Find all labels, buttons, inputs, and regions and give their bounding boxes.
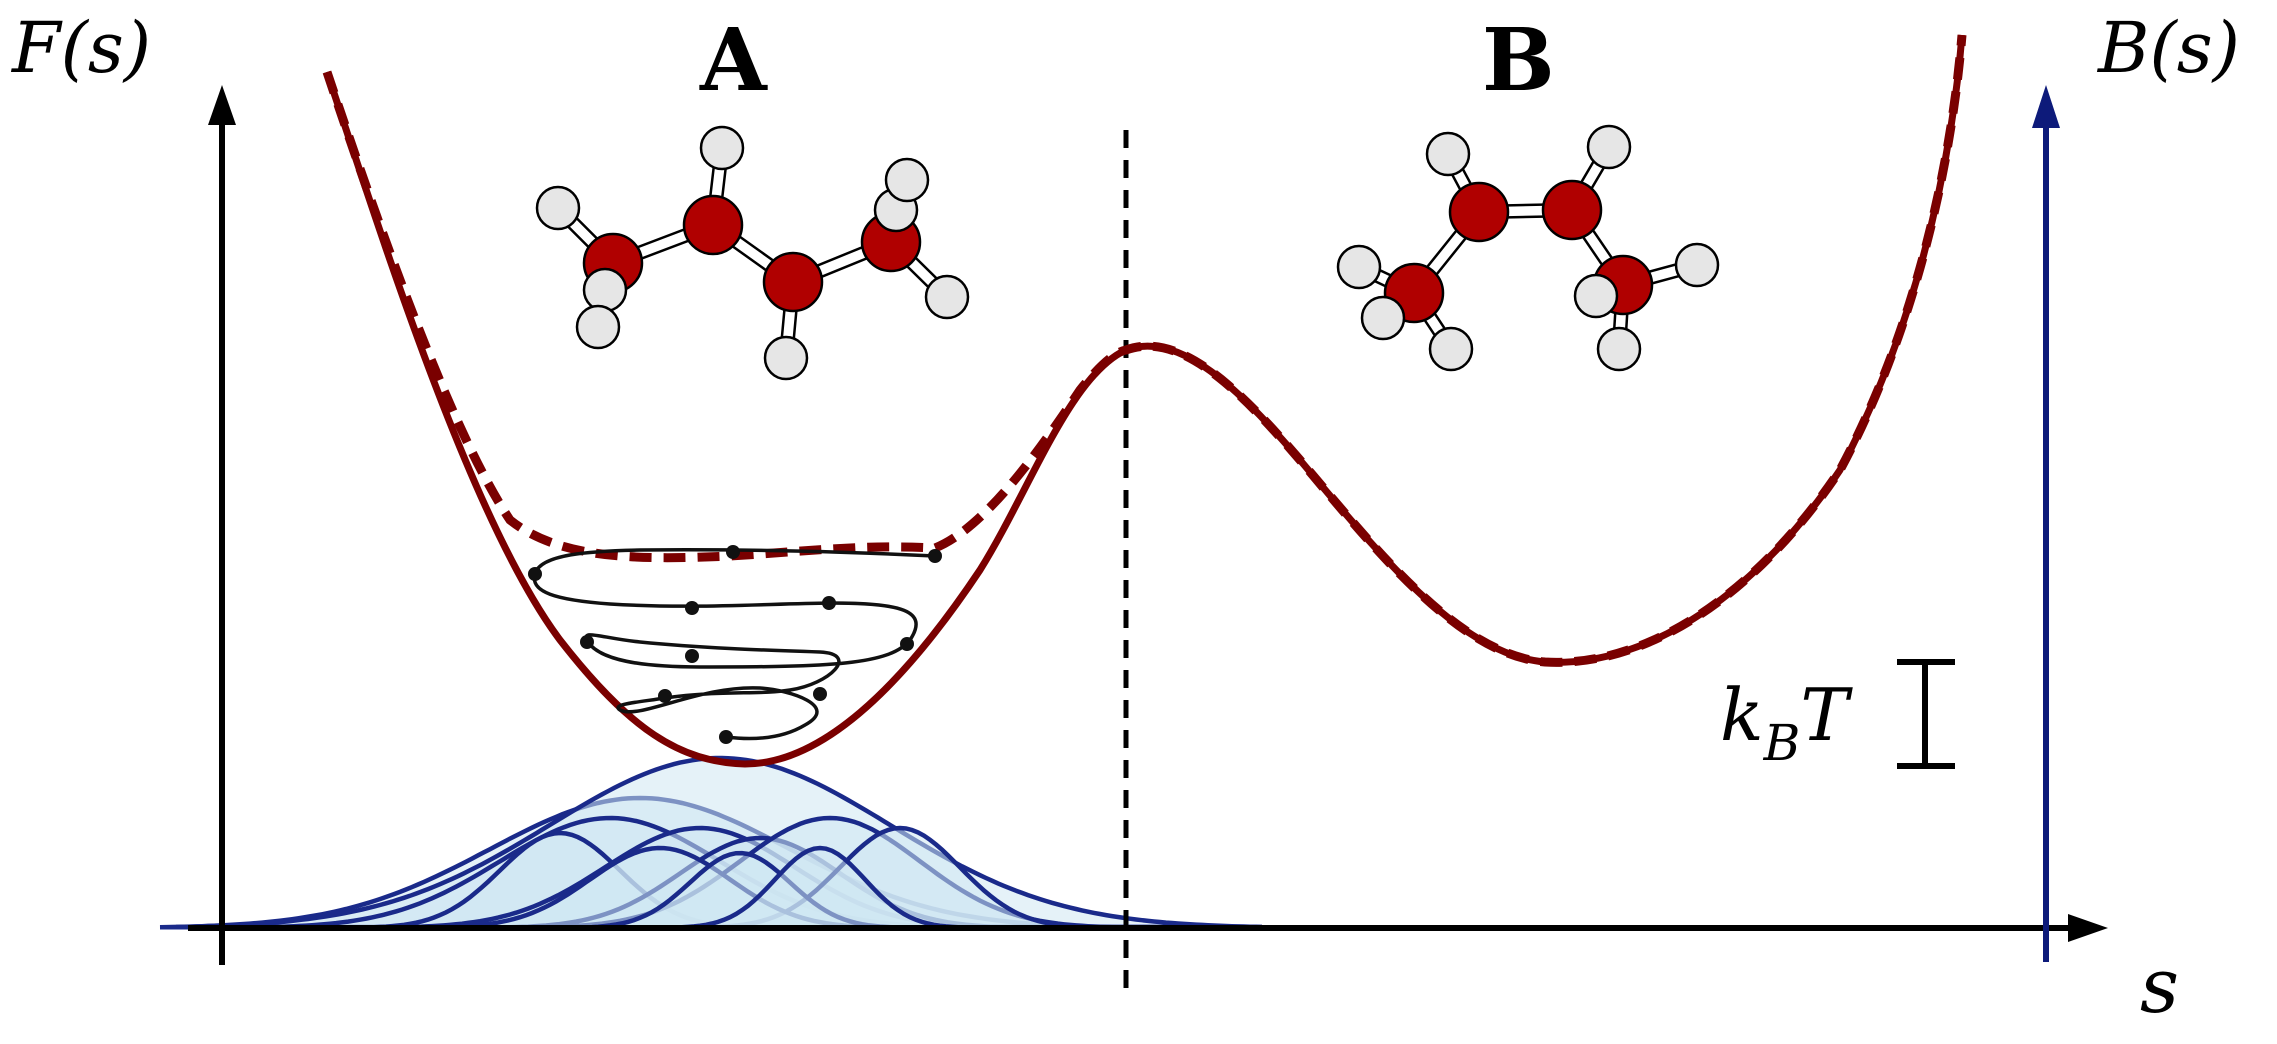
x-axis-label: s xyxy=(2140,941,2179,1030)
hydrogen-atom xyxy=(1336,244,1382,290)
trajectory-point xyxy=(900,637,914,651)
carbon-atom xyxy=(762,251,824,313)
hydrogen-atom xyxy=(924,274,970,320)
hydrogen-atom xyxy=(1573,273,1619,319)
trajectory-point xyxy=(726,545,740,559)
bias-gaussian xyxy=(675,845,965,930)
bias-gaussians xyxy=(159,755,1263,930)
y-axis-right-label: B(s) xyxy=(2096,7,2240,89)
hydrogen-atom xyxy=(1428,326,1474,372)
hydrogen-atom xyxy=(763,335,809,381)
trajectory-point xyxy=(685,649,699,663)
trajectory-point xyxy=(719,730,733,744)
x-axis-arrowhead xyxy=(2068,914,2108,942)
trajectory-point xyxy=(928,549,942,563)
trajectory-point xyxy=(813,687,827,701)
trajectory-point xyxy=(658,689,672,703)
trajectory-point xyxy=(822,596,836,610)
hydrogen-atom xyxy=(535,185,581,231)
trajectory-point xyxy=(580,635,594,649)
carbon-atom xyxy=(1541,179,1603,241)
y-axis-left-label: F(s) xyxy=(10,7,151,89)
trajectory xyxy=(528,545,942,744)
carbon-atom xyxy=(682,194,744,256)
hydrogen-atom xyxy=(1596,326,1642,372)
gauche-conformer-molecule-icon xyxy=(1336,124,1720,372)
y-axis-right-arrowhead xyxy=(2032,85,2060,128)
trajectory-point xyxy=(685,601,699,615)
trans-conformer-molecule-icon xyxy=(535,125,970,381)
hydrogen-atom xyxy=(582,267,628,313)
state-a-label: A xyxy=(699,10,768,111)
free-energy-curve xyxy=(323,34,1966,768)
kbt-scale-bar xyxy=(1897,659,1955,769)
kbt-label: kBT xyxy=(1720,673,1853,772)
hydrogen-atom xyxy=(1425,131,1471,177)
trajectory-point xyxy=(528,567,542,581)
state-b-label: B xyxy=(1482,10,1555,111)
hydrogen-atom xyxy=(1360,295,1406,341)
hydrogen-atom xyxy=(884,157,930,203)
hydrogen-atom xyxy=(575,304,621,350)
hydrogen-atom xyxy=(1586,124,1632,170)
hydrogen-atom xyxy=(699,125,745,171)
y-axis-left-arrowhead xyxy=(208,85,236,125)
hydrogen-atom xyxy=(1674,242,1720,288)
carbon-atom xyxy=(1448,181,1510,243)
